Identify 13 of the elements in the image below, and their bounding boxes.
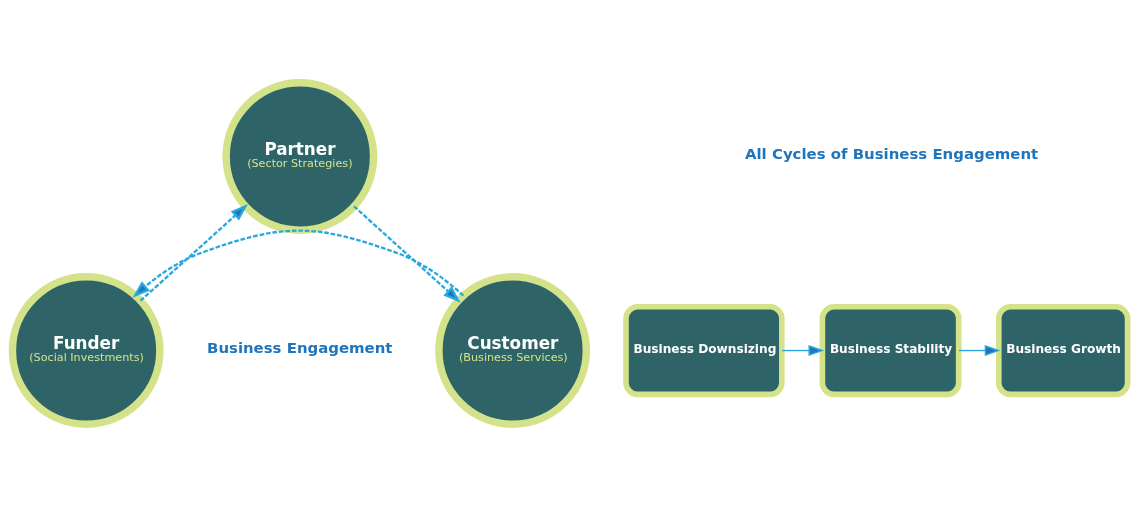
arrow: [781, 344, 825, 356]
node-box: Business Stability: [819, 303, 962, 397]
node-box: Business Growth: [996, 303, 1131, 397]
arrow: [139, 203, 248, 302]
node-circle: Partner (Sector Strategies): [222, 78, 378, 234]
arrow: [132, 229, 465, 298]
arrow: [958, 344, 1001, 356]
label: Business Engagement: [207, 338, 393, 357]
node-circle: Customer (Business Services): [435, 272, 591, 428]
arrow: [353, 205, 461, 303]
node-box: Business Downsizing: [623, 303, 785, 397]
node-circle: Funder (Social Investments): [8, 272, 164, 428]
label: All Cycles of Business Engagement: [744, 144, 1039, 163]
